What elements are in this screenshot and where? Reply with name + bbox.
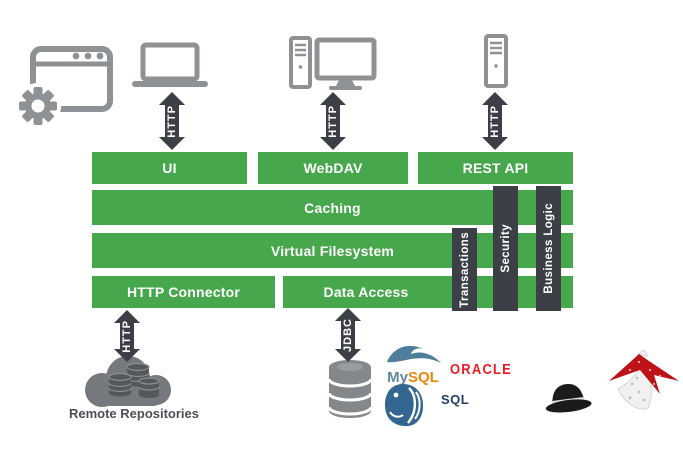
browser-gear-icon <box>15 46 113 129</box>
arrow-head-down <box>482 137 508 150</box>
arrow-head-up <box>482 92 508 105</box>
arrow-head-down <box>159 137 185 150</box>
layer-ui: UI <box>92 152 247 184</box>
http-arrow-label: HTTP <box>327 104 339 138</box>
layer-caching-label: Caching <box>304 199 361 216</box>
derby-hat-logo <box>545 384 592 413</box>
pillar-business-logic-label: Business Logic <box>542 203 555 294</box>
http-arrow-desktop: HTTP <box>320 92 346 150</box>
desktop-computer-icon <box>289 36 377 90</box>
http-arrow-label: HTTP <box>121 319 133 353</box>
laptop-icon <box>132 42 208 87</box>
mysql-wordmark-my: My <box>387 369 408 386</box>
pillar-security-label: Security <box>499 224 512 273</box>
http-arrow-label: HTTP <box>166 104 178 138</box>
layer-ui-label: UI <box>162 160 177 176</box>
http-arrow-server: HTTP <box>482 92 508 150</box>
layer-webdav: WebDAV <box>258 152 408 184</box>
arrow-head-up <box>114 310 140 323</box>
layer-rest-api: REST API <box>418 152 573 184</box>
layer-http-connector: HTTP Connector <box>92 276 275 308</box>
remote-repositories-cloud-icon <box>85 356 171 407</box>
layer-virtual-filesystem-label: Virtual Filesystem <box>270 242 395 259</box>
layer-virtual-filesystem: Virtual Filesystem <box>92 233 573 268</box>
arrow-head-down <box>335 349 361 362</box>
arrow-head-up <box>159 92 185 105</box>
layer-caching: Caching <box>92 190 573 225</box>
jdbc-arrow: JDBC <box>335 308 361 362</box>
pillar-transactions: Transactions <box>452 228 477 311</box>
layer-webdav-label: WebDAV <box>303 160 363 176</box>
jdbc-arrow-label: JDBC <box>342 318 354 352</box>
sql-server-sail-logo <box>609 349 679 410</box>
pillar-transactions-label: Transactions <box>458 231 471 308</box>
postgresql-logo <box>385 384 424 427</box>
pillar-security: Security <box>493 186 518 311</box>
layer-http-connector-label: HTTP Connector <box>127 284 240 300</box>
http-arrow-laptop: HTTP <box>159 92 185 150</box>
oracle-logo: ORACLE <box>449 360 513 378</box>
http-arrow-label: HTTP <box>489 104 501 138</box>
mysql-dolphin-icon <box>387 345 441 363</box>
arrow-head-down <box>114 349 140 362</box>
arrow-head-up <box>335 308 361 321</box>
database-icon <box>327 360 373 418</box>
sql-server-wordmark: SQL <box>441 392 470 407</box>
pillar-business-logic: Business Logic <box>536 186 561 311</box>
layer-data-access: Data Access <box>283 276 573 308</box>
mysql-wordmark-sql: SQL <box>408 369 439 386</box>
arrow-head-up <box>320 92 346 105</box>
layer-rest-api-label: REST API <box>462 160 529 176</box>
http-arrow-repositories: HTTP <box>114 310 140 362</box>
arrow-head-down <box>320 137 346 150</box>
remote-repositories-label: Remote Repositories <box>68 406 200 421</box>
server-tower-icon <box>484 34 508 88</box>
layer-data-access-label: Data Access <box>323 284 409 300</box>
